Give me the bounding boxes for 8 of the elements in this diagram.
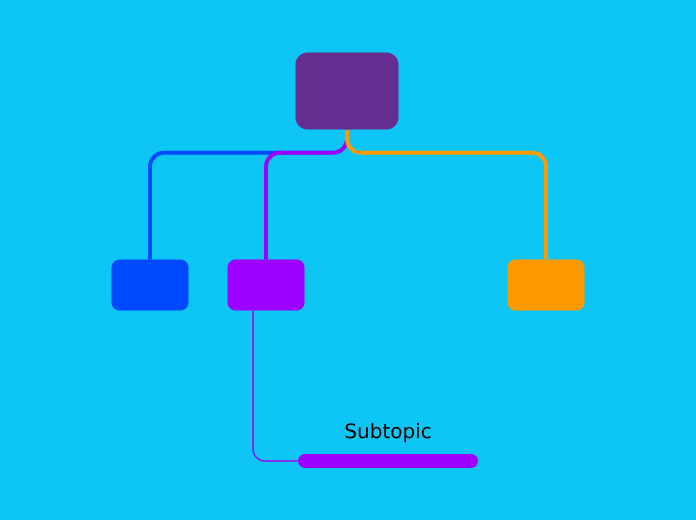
connector-line (252, 310, 298, 462)
topic-box (112, 260, 188, 310)
topic-box (228, 260, 304, 310)
topic-box (296, 52, 398, 130)
subtopic-bar: Subtopic (298, 422, 478, 468)
connector-line (345, 130, 548, 260)
topic-box (508, 260, 584, 310)
node-label: Subtopic (346, 422, 430, 442)
